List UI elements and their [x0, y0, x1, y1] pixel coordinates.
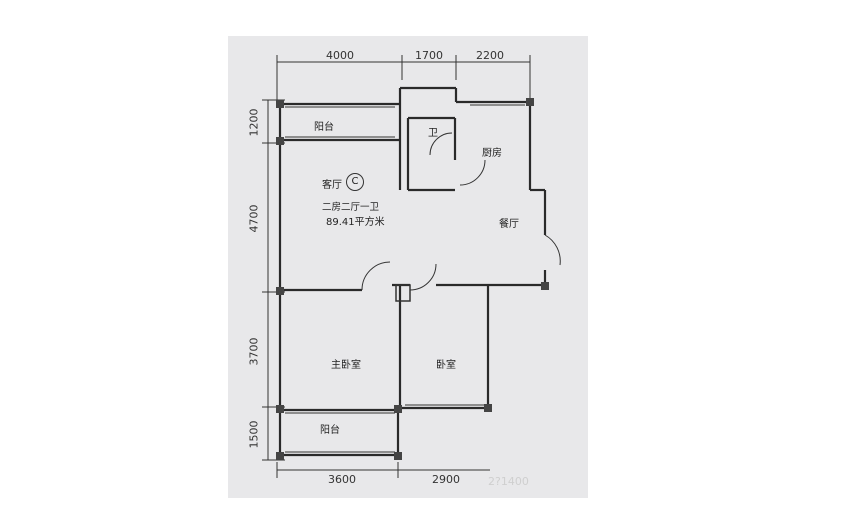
- dimension-top-2: 1700: [415, 49, 443, 62]
- unit-type: 二房二厅一卫: [322, 202, 380, 213]
- dimension-left-2: 4700: [247, 204, 261, 233]
- dimension-top-3: 2200: [476, 49, 504, 62]
- room-kitchen: 厨房: [482, 148, 502, 159]
- dimension-left-3: 3700: [247, 337, 261, 366]
- room-bedroom: 卧室: [436, 360, 456, 371]
- dimension-left-1: 1200: [247, 108, 261, 137]
- master-door-swing: [361, 261, 391, 291]
- unit-mark-circle: C: [346, 173, 364, 191]
- room-balcony-top: 阳台: [314, 122, 334, 133]
- dimension-left-4: 1500: [247, 420, 261, 449]
- entry-door-swing: [544, 234, 561, 266]
- dimension-bottom-2: 2900: [432, 473, 460, 486]
- unit-area: 89.41平方米: [326, 217, 385, 228]
- room-dining: 餐厅: [499, 219, 519, 230]
- bathroom-door-swing: [429, 132, 453, 156]
- bedroom-door-swing: [409, 263, 437, 291]
- room-living: 客厅: [322, 180, 342, 191]
- scanned-plan-background: [228, 36, 588, 498]
- dimension-bottom-1: 3600: [328, 473, 356, 486]
- room-master-bedroom: 主卧室: [331, 360, 361, 371]
- watermark-text: 2?1400: [488, 475, 529, 488]
- room-balcony-bottom: 阳台: [320, 425, 340, 436]
- dimension-top-1: 4000: [326, 49, 354, 62]
- room-bathroom: 卫: [428, 128, 438, 139]
- kitchen-door-swing: [459, 159, 486, 186]
